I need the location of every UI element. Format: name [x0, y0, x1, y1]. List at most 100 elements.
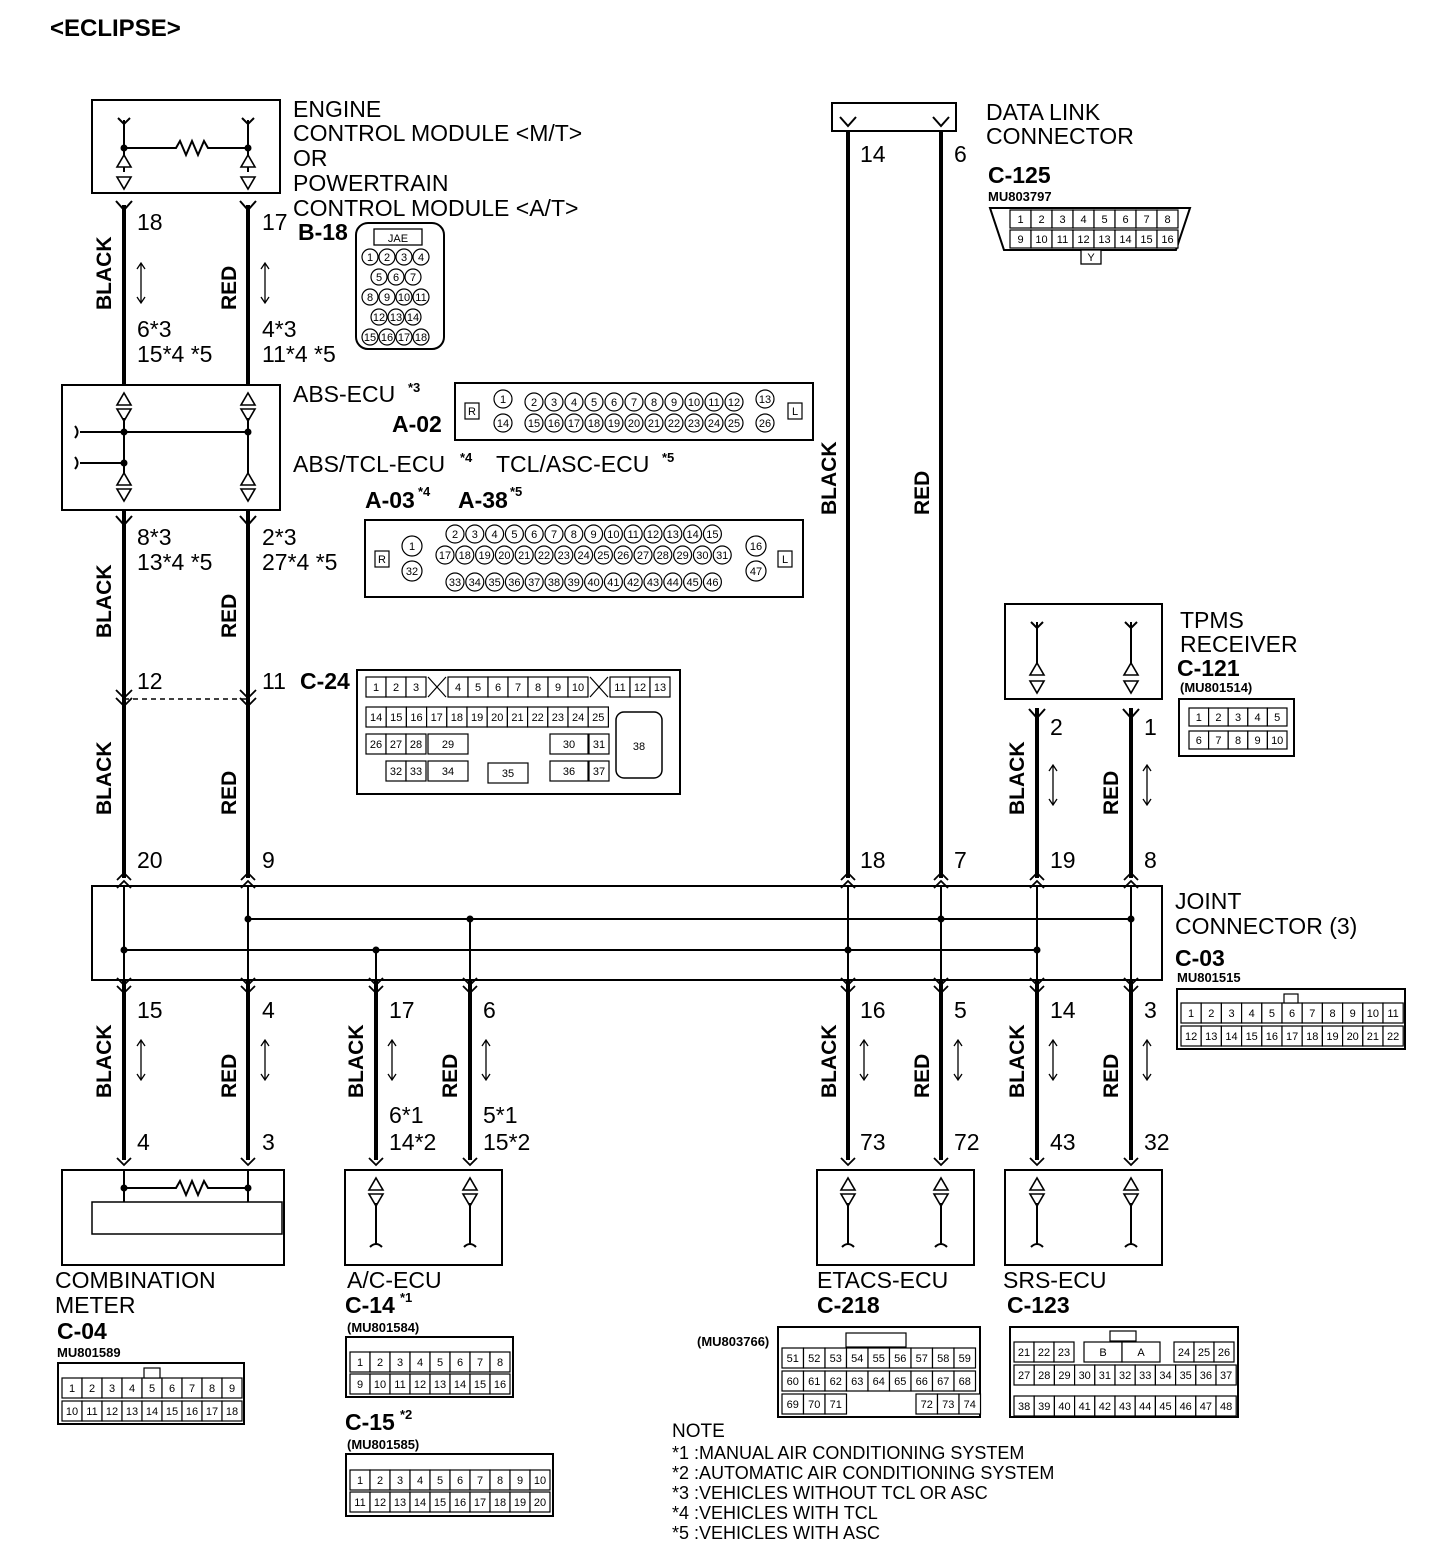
a03-pin-label: 27 — [637, 550, 649, 562]
c218-pin-label: 58 — [937, 1353, 949, 1365]
c123-pin-label: 33 — [1139, 1370, 1151, 1382]
c04-pin-label: 2 — [89, 1383, 95, 1395]
c125-pin-label: 10 — [1035, 234, 1047, 246]
a03-r-mark: R — [378, 554, 386, 566]
c123-pin-label: 22 — [1038, 1347, 1050, 1359]
c03-pin — [1382, 1002, 1404, 1024]
c218-pin-label: 71 — [830, 1399, 842, 1411]
a03-pin — [401, 560, 423, 582]
wire-color-black-4: BLACK — [93, 1025, 116, 1099]
a02-pin — [755, 389, 775, 409]
a02-pin-label: 18 — [588, 418, 600, 430]
c24-pin-label: 30 — [563, 739, 575, 751]
c24-pin-11: 11 — [262, 668, 286, 694]
a03-pin — [401, 535, 423, 557]
c03-pin-label: 17 — [1286, 1031, 1298, 1043]
a02-pin — [544, 392, 564, 412]
c24-pin-label: 15 — [390, 712, 402, 724]
b18-pin-label: 17 — [398, 332, 410, 344]
c218-pin-label: 59 — [959, 1353, 971, 1365]
c03-pin — [1382, 1025, 1404, 1047]
c218-pin-label: 61 — [808, 1376, 820, 1388]
c123-pin-label: 43 — [1119, 1401, 1131, 1413]
a02-pin — [524, 392, 544, 412]
c24-pin-label: 21 — [511, 712, 523, 724]
c123-pin-label: 37 — [1220, 1370, 1232, 1382]
c04-pin-label: 16 — [186, 1406, 198, 1418]
c24-pin-label: 11 — [614, 682, 625, 694]
c04-part-number: MU801589 — [57, 1345, 121, 1360]
dlc-pin-6: 6 — [954, 141, 967, 167]
abs-bot-right-pin-2: 27*4 *5 — [262, 549, 337, 575]
ecm-pin-17: 17 — [262, 209, 288, 235]
c04-pin-label: 9 — [229, 1383, 235, 1395]
c15-pin-label: 10 — [534, 1475, 546, 1487]
a03-pin-label: 2 — [452, 529, 458, 541]
a03-pin — [504, 524, 525, 544]
c03-pin-label: 10 — [1367, 1008, 1379, 1020]
c218-pin-label: 57 — [916, 1353, 928, 1365]
c218-pin-label: 62 — [830, 1376, 842, 1388]
a03-pin — [663, 572, 683, 592]
a03-pin — [692, 545, 713, 565]
a03-pin-label: 19 — [478, 550, 490, 562]
a03-pin — [593, 545, 614, 565]
a03-pin-label: 41 — [607, 577, 619, 589]
joint-bot-pin-5: 5 — [954, 997, 967, 1023]
c218-pin — [958, 1393, 982, 1415]
c24-big-pin-label: 38 — [633, 741, 645, 753]
a03-pin — [445, 572, 465, 592]
c24-pin-label: 26 — [370, 739, 382, 751]
c24-pin-label: 12 — [634, 682, 646, 694]
wire-color-black-tpms: BLACK — [1006, 742, 1029, 816]
c24-pin — [405, 760, 427, 782]
a03-pin-label: 36 — [508, 577, 520, 589]
abs-top-left-pin-1: 6*3 — [137, 316, 172, 342]
abs-ecu-note: *3 — [408, 380, 420, 395]
c218-pin-label: 70 — [808, 1399, 820, 1411]
a02-pin — [524, 413, 544, 433]
a03-pin — [465, 572, 485, 592]
wire-color-black-2: BLACK — [93, 565, 116, 639]
note-3: *3 :VEHICLES WITHOUT TCL OR ASC — [672, 1483, 988, 1503]
a03-pin — [445, 524, 465, 544]
c03-pin-label: 7 — [1309, 1008, 1315, 1020]
a03-pin-label: 13 — [667, 529, 679, 541]
c123-pin — [1215, 1364, 1237, 1386]
c24-pin-label: 35 — [502, 768, 514, 780]
wire-color-red-6: RED — [911, 1054, 934, 1098]
a03-pin — [524, 572, 544, 592]
a02-pin — [664, 413, 684, 433]
diagram-title: <ECLIPSE> — [50, 15, 181, 42]
b18-pin — [404, 268, 422, 286]
a03-pin-label: 11 — [627, 529, 638, 541]
joint-bot-pin-4: 4 — [262, 997, 275, 1023]
a02-pin-label: 26 — [759, 418, 771, 430]
c03-connector-id: C-03 — [1175, 945, 1225, 971]
c123-pin-label: 46 — [1180, 1401, 1192, 1413]
c03-pin-label: 6 — [1289, 1008, 1295, 1020]
c15-pin-label: 8 — [497, 1475, 503, 1487]
ac-ecu-box — [344, 1169, 503, 1266]
c218-pin — [953, 1370, 977, 1392]
c03-pin-label: 8 — [1329, 1008, 1335, 1020]
a03-pin-label: 15 — [706, 529, 718, 541]
a03-pin — [643, 572, 663, 592]
c03-pin-label: 18 — [1306, 1031, 1318, 1043]
c03-pin-label: 15 — [1246, 1031, 1258, 1043]
tcl-asc-name: TCL/ASC-ECU — [496, 451, 649, 477]
c125-pin-label: 16 — [1161, 234, 1173, 246]
a02-pin-label: 15 — [528, 418, 540, 430]
c218-pin-label: 54 — [851, 1353, 863, 1365]
c123-pin-label: 47 — [1200, 1401, 1212, 1413]
c24-pin-label: 17 — [431, 712, 443, 724]
a02-pin — [584, 392, 604, 412]
c24-pin-label: 20 — [491, 712, 503, 724]
etacs-ecu-box — [816, 1169, 975, 1266]
ac-right-pin-2: 15*2 — [483, 1129, 530, 1155]
c03-pin-label: 21 — [1367, 1031, 1379, 1043]
c14-pin-label: 12 — [414, 1379, 426, 1391]
a03-pin — [465, 524, 485, 544]
